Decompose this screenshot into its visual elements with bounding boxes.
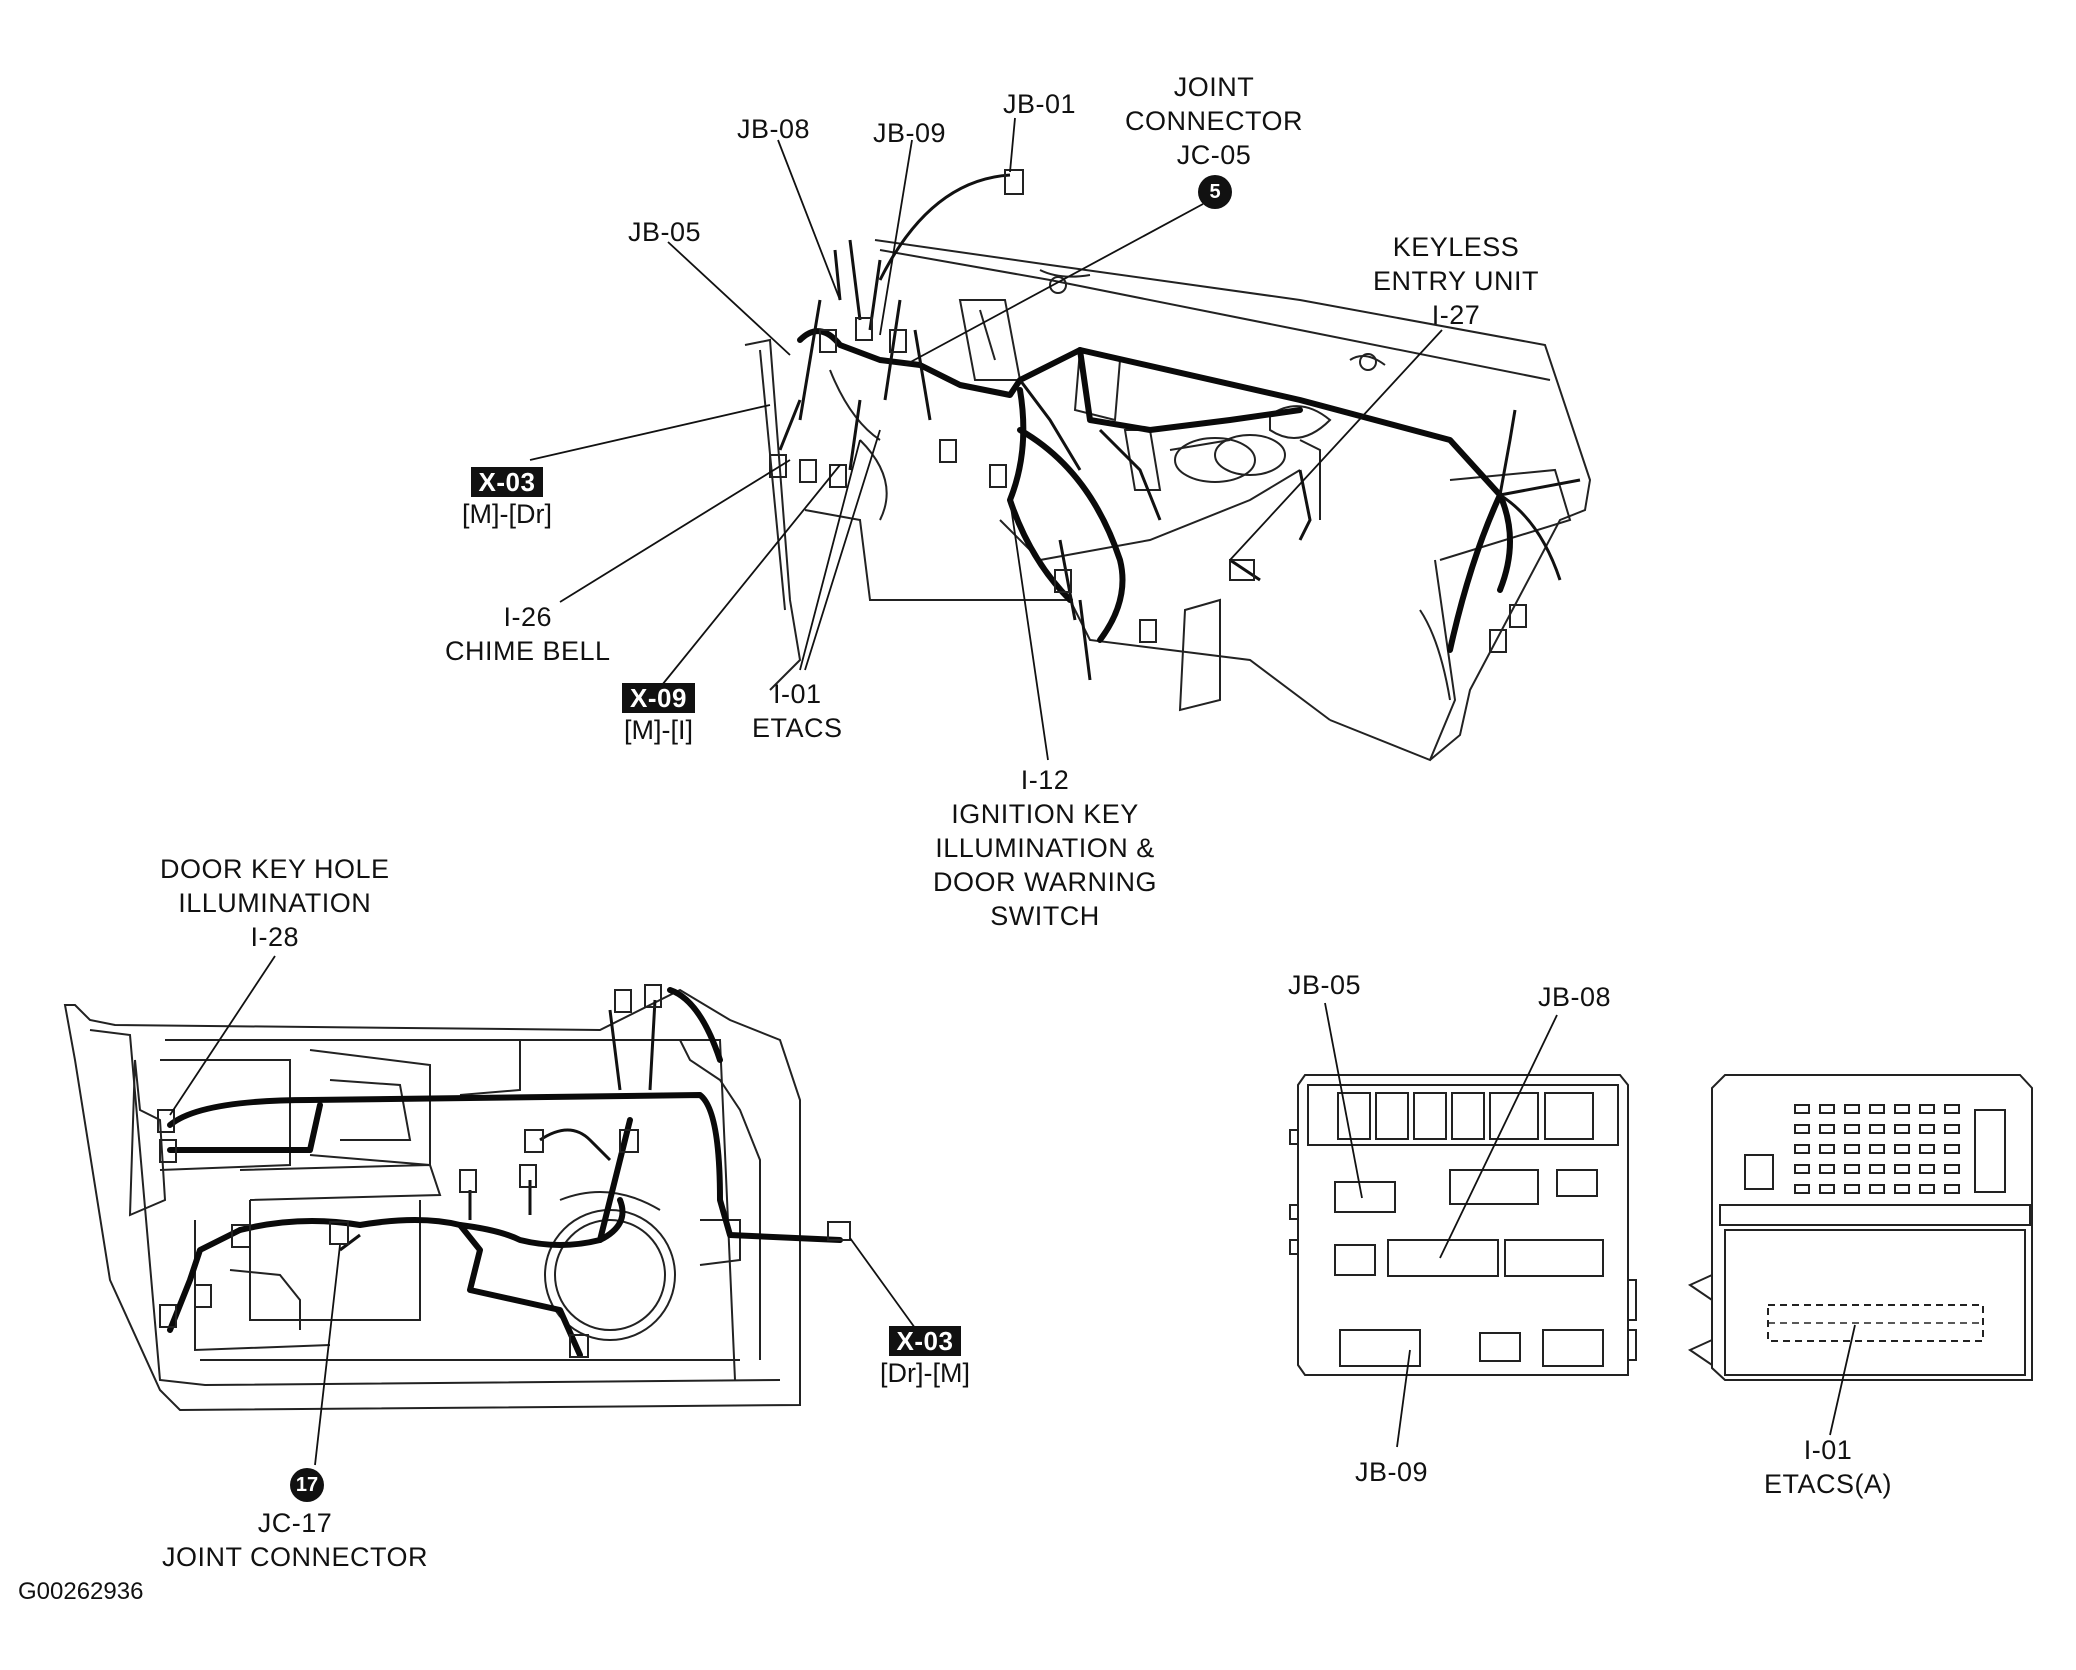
connector-tag-x-03-dash: X-03 [M]-[Dr] [462,467,552,529]
jc-05-badge: 5 [1198,175,1232,209]
connector-tag-x-03-door: X-03 [Dr]-[M] [880,1326,970,1388]
label-jb-08-block: JB-08 [1538,982,1612,1012]
label-etacs: I-01 ETACS [752,679,843,743]
jc-17-badge: 17 [290,1468,324,1502]
label-jb-08: JB-08 [737,114,811,144]
door-drawing [63,955,916,1466]
label-jb-01: JB-01 [1003,89,1077,119]
label-chime-bell: I-26 CHIME BELL [445,602,611,666]
label-ignition-key-switch: I-12 IGNITION KEY ILLUMINATION & DOOR WA… [933,765,1157,931]
dashboard-drawing [529,117,1592,762]
connector-tag-x-09: X-09 [M]-[I] [622,683,695,745]
label-joint-connector-jc-05: JOINT CONNECTOR JC-05 [1125,72,1304,170]
label-jb-09-block: JB-09 [1355,1457,1429,1487]
label-joint-connector-jc-17: JC-17 JOINT CONNECTOR [162,1508,429,1572]
label-keyless-entry-unit: KEYLESS ENTRY UNIT I-27 [1373,232,1540,330]
figure-id: G00262936 [18,1578,144,1605]
label-etacs-a: I-01 ETACS(A) [1764,1435,1893,1499]
label-jb-05: JB-05 [628,217,702,247]
etacs-unit-drawing [1687,1074,2033,1436]
label-jb-09: JB-09 [873,118,947,148]
label-door-key-hole-illumination: DOOR KEY HOLE ILLUMINATION I-28 [160,854,390,952]
junction-block-drawing [1289,1002,1637,1448]
label-jb-05-block: JB-05 [1288,970,1362,1000]
